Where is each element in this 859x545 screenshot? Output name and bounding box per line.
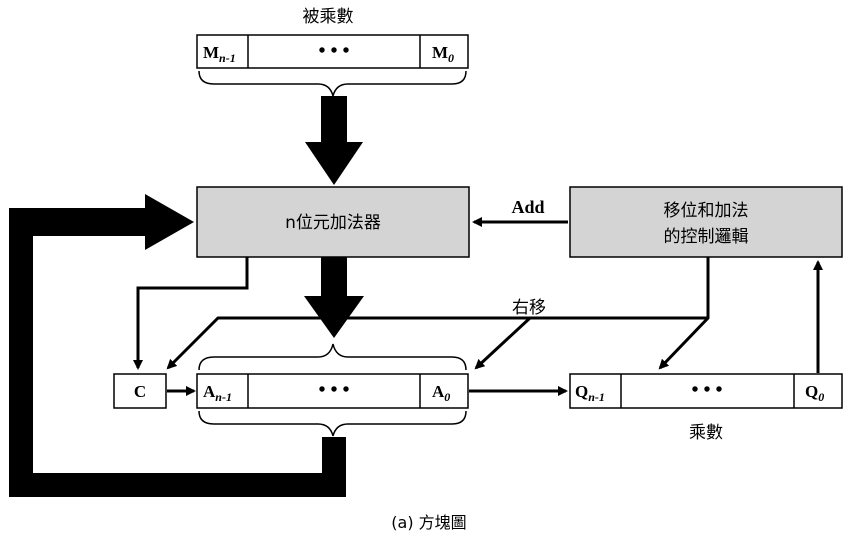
adder-to-accumulator-arrow bbox=[304, 257, 364, 338]
accumulator-register: An-1 • • • A0 bbox=[196, 373, 469, 409]
multiplicand-register: Mn-1 • • • M0 bbox=[196, 34, 469, 69]
control-logic-line2: 的控制邏輯 bbox=[664, 227, 749, 247]
multiplier-lsb-label: Q0 bbox=[805, 382, 824, 404]
adder-block bbox=[196, 186, 470, 258]
control-logic-block bbox=[569, 186, 843, 258]
shift-right-line bbox=[166, 316, 708, 370]
shift-right-label: 右移 bbox=[512, 298, 546, 318]
carry-register bbox=[113, 373, 167, 409]
multiplicand-lsb-label: M0 bbox=[432, 43, 454, 65]
accumulator-lsb-label: A0 bbox=[432, 382, 450, 404]
accumulator-feedback-arrow bbox=[9, 194, 346, 497]
figure-caption: (a) 方塊圖 bbox=[391, 513, 466, 532]
multiplicand-label: 被乘數 bbox=[303, 7, 354, 27]
multiplicand-msb-label: Mn-1 bbox=[203, 43, 236, 65]
multiplicand-to-adder-arrow bbox=[305, 96, 363, 185]
multiplicand-brace bbox=[198, 70, 467, 97]
adder-label: n位元加法器 bbox=[285, 213, 381, 233]
accumulator-dots: • • • bbox=[318, 379, 349, 401]
accumulator-bottom-brace bbox=[198, 410, 467, 437]
shift-right-to-accumulator-arrow bbox=[474, 316, 532, 370]
control-logic-line1: 移位和加法 bbox=[664, 201, 749, 221]
add-signal-label: Add bbox=[511, 197, 544, 217]
multiplier-dots: • • • bbox=[691, 379, 722, 401]
accumulator-top-brace bbox=[198, 343, 467, 371]
multiplier-label: 乘數 bbox=[689, 423, 723, 443]
multiplicand-dots: • • • bbox=[318, 40, 349, 62]
control-to-multiplier-arrow bbox=[658, 257, 710, 370]
multiplier-msb-label: Qn-1 bbox=[575, 382, 605, 404]
carry-label: C bbox=[134, 382, 146, 401]
multiplier-register: Qn-1 • • • Q0 bbox=[569, 373, 843, 409]
accumulator-msb-label: An-1 bbox=[203, 382, 232, 404]
carry-path-arrow bbox=[133, 257, 249, 370]
